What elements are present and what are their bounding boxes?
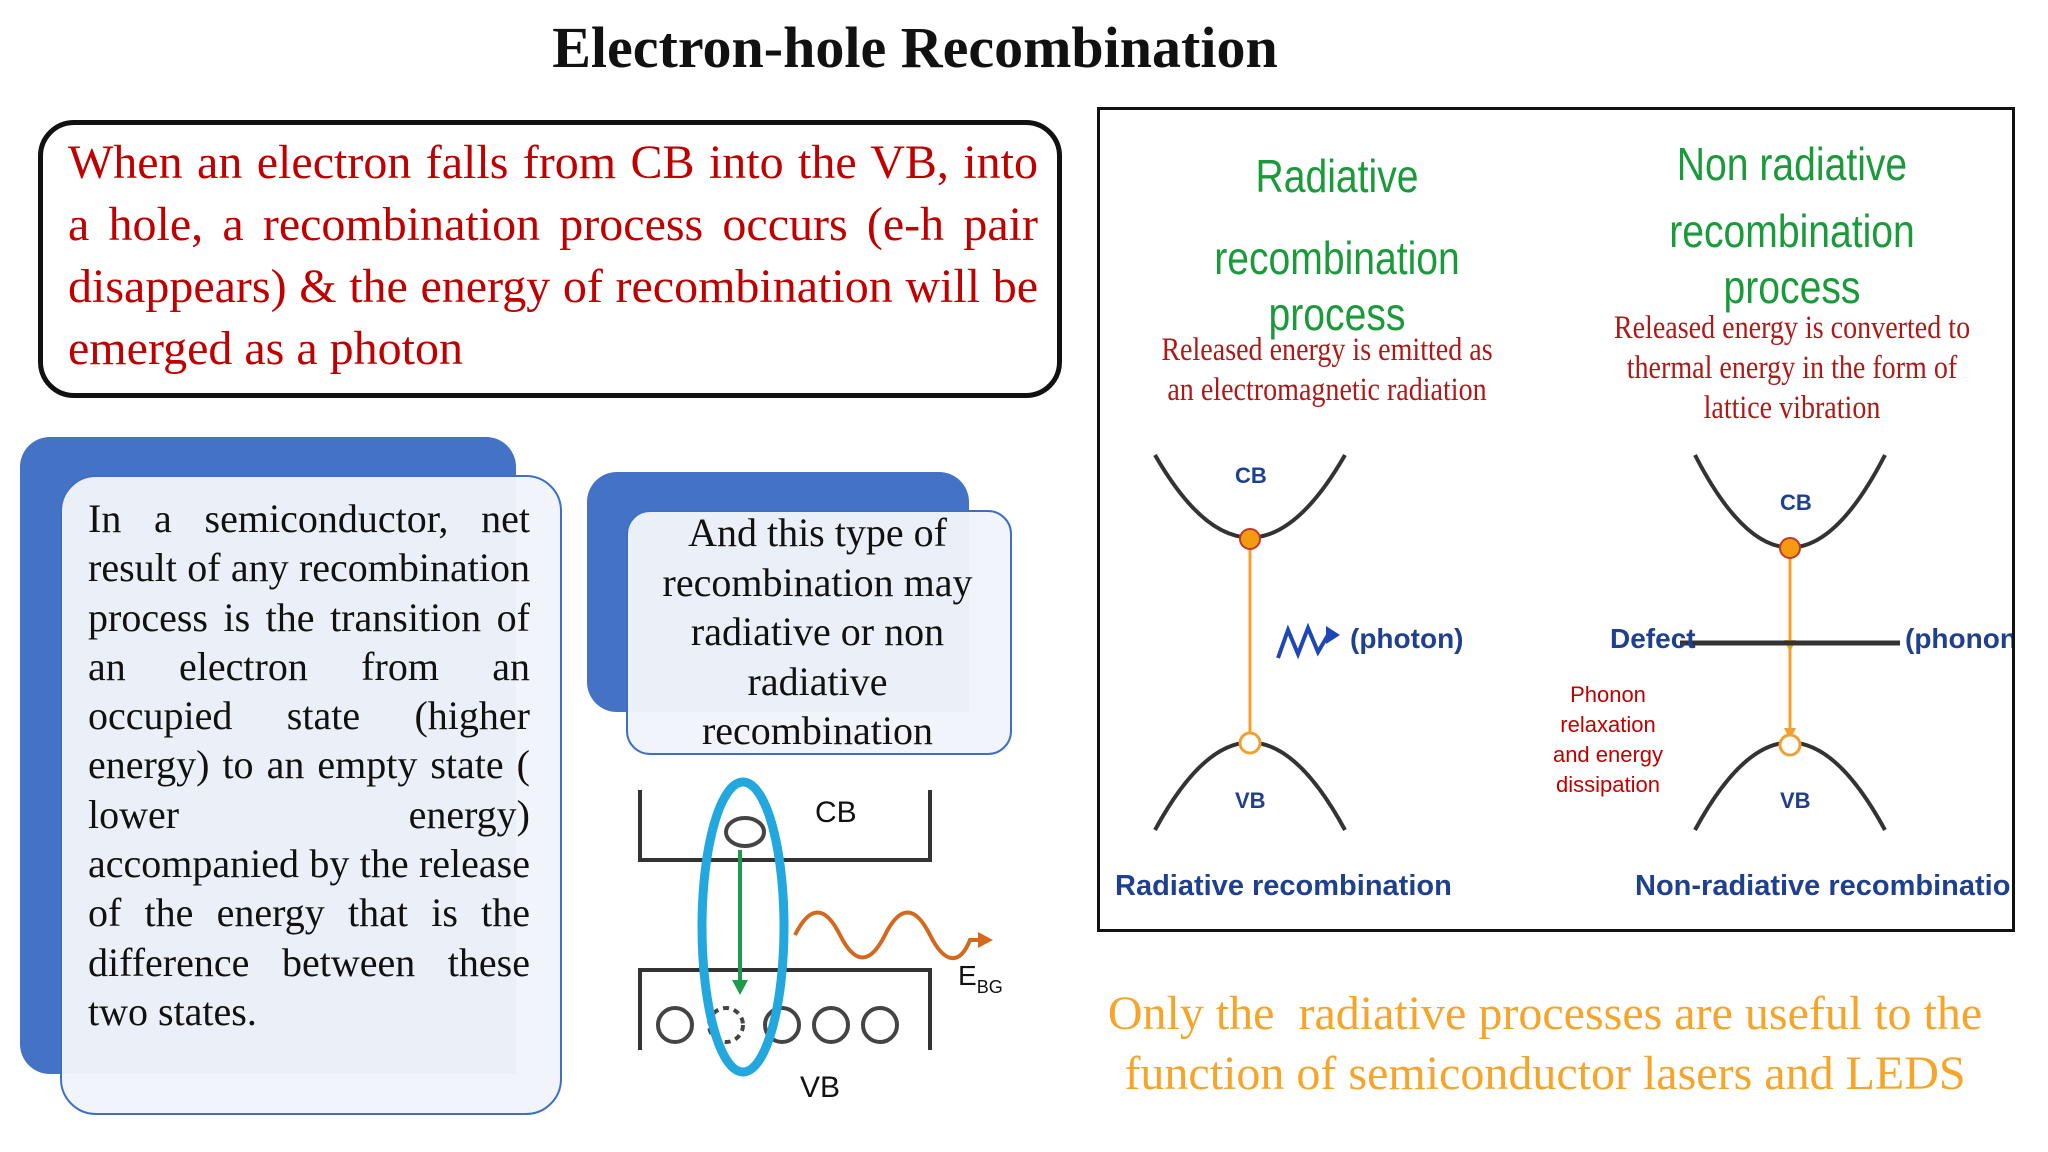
radiative-electron [1239, 528, 1261, 550]
radiative-caption: Radiative recombination [1115, 870, 1452, 902]
photon-arrowhead [1326, 626, 1340, 644]
page-title: Electron-hole Recombination [552, 15, 1278, 80]
nonradiative-desc-line3: lattice vibration [1703, 390, 1881, 426]
nonradiative-desc-line2: thermal energy in the form of [1626, 350, 1958, 386]
nonradiative-vb-label: VB [1780, 788, 1811, 813]
nonradiative-hole [1778, 733, 1802, 757]
relaxation-line3: and energy [1553, 742, 1663, 767]
hole-circle [861, 1006, 899, 1044]
band-diagram: CB VB EBG [638, 777, 1003, 1104]
radiative-desc-line1: Released energy is emitted as [1161, 332, 1493, 368]
relaxation-line4: dissipation [1556, 772, 1660, 797]
vacated-hole [707, 1006, 745, 1044]
card2-text: And this type of recombination may radia… [662, 510, 973, 753]
intro-text: When an electron falls from CB into the … [68, 136, 1038, 375]
defect-label: Defect [1610, 623, 1696, 654]
radiative-vb-label: VB [1235, 788, 1266, 813]
hole-circle [812, 1006, 850, 1044]
radiative-hole [1238, 731, 1262, 755]
recombination-schematic: CB VB (photon) Radiative recombination C… [1115, 454, 2012, 902]
transition-arrow-head [732, 980, 748, 995]
nonradiative-heading-line1: Non radiative [1676, 138, 1908, 190]
nonradiative-electron [1779, 537, 1801, 559]
nonradiative-caption: Non-radiative recombination [1635, 870, 2012, 902]
nonradiative-desc-line1: Released energy is converted to [1613, 310, 1971, 346]
card1 [60, 475, 562, 1115]
intro-callout-box [38, 120, 1062, 398]
radiative-heading-line1: Radiative [1255, 150, 1419, 202]
footer-line2: function of semiconductor lasers and LED… [1124, 1047, 1966, 1100]
footer-note: Only the radiative processes are useful … [1060, 984, 2030, 1104]
radiative-vb-curve [1153, 740, 1347, 831]
radiative-desc-line2: an electromagnetic radiation [1167, 372, 1487, 408]
relaxation-line1: Phonon [1570, 682, 1646, 707]
photon-arrowhead [978, 932, 993, 948]
card1-text: In a semiconductor, net result of any re… [88, 496, 530, 1034]
electron-circle [724, 816, 766, 848]
hole-circle [656, 1006, 694, 1044]
conduction-band [638, 790, 932, 862]
photon-squiggle [1276, 622, 1330, 660]
cb-label: CB [815, 796, 857, 829]
footer-line1: Only the radiative processes are useful … [1107, 987, 1983, 1040]
relaxation-line2: relaxation [1560, 712, 1655, 737]
phonon-label: (phonon) [1905, 623, 2012, 654]
hole-circle [763, 1006, 801, 1044]
nonradiative-heading-line2: recombination process [1669, 205, 1915, 313]
card2 [626, 510, 1012, 755]
nonradiative-cb-label: CB [1780, 490, 1812, 515]
radiative-heading-line2: recombination process [1214, 232, 1460, 340]
photon-label: (photon) [1350, 623, 1464, 654]
recombination-highlight [697, 777, 789, 1077]
energy-gap-label: EBG [958, 960, 1003, 997]
photon-wave [793, 910, 980, 961]
radiative-cb-label: CB [1235, 463, 1267, 488]
vb-label: VB [800, 1071, 840, 1104]
